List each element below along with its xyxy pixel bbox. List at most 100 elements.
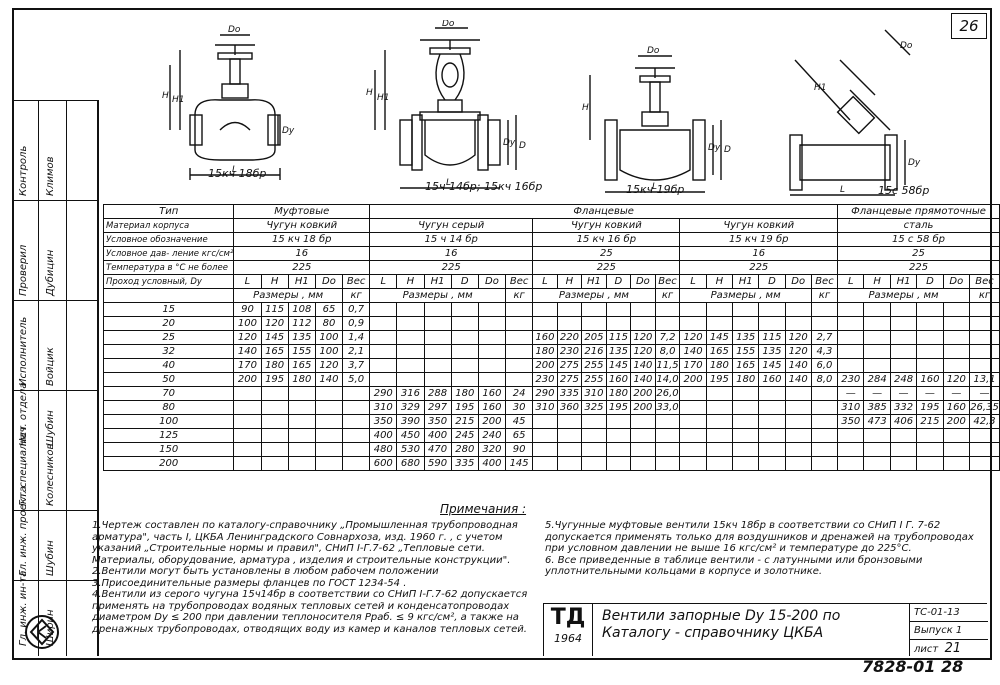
value-cell [287,442,316,457]
value-cell [705,428,734,443]
value-cell [342,414,371,429]
value-cell [731,442,760,457]
value-cell: 480 [369,442,398,457]
value-cell [532,442,558,457]
value-cell: 42,3 [969,414,1000,429]
value-cell: 350 [423,414,452,429]
value-cell [916,316,944,331]
value-cell [260,386,289,401]
value-cell: 216 [581,344,607,359]
value-cell: 120 [942,372,971,387]
value-cell [758,442,786,457]
value-cell [423,330,452,345]
value-cell [233,386,262,401]
value-cell: 200 [532,358,558,373]
value-cell [784,414,812,429]
value-cell: 120 [679,330,707,345]
value-cell [679,386,707,401]
value-cell [837,428,865,443]
value-cell [758,400,786,415]
dim-h1-1: H1 [172,95,185,105]
temperatures-cell: 225 [532,260,681,275]
value-cell [581,442,607,457]
dim-dy-3: Dу [708,143,721,153]
dim-l-2: L [446,178,451,188]
value-cell: 165 [705,344,734,359]
value-cell: 180 [532,344,558,359]
value-cell [942,428,971,443]
dy-cell: 200 [102,456,235,471]
value-cell [556,302,583,317]
value-cell [837,442,865,457]
value-cell: 200 [630,400,656,415]
sidebar-name-2: Колесников [45,443,56,506]
value-cell [314,386,344,401]
value-cell [532,428,558,443]
sheet-title-line2: Каталогу - справочнику ЦКБА [602,625,824,641]
value-cell [654,302,681,317]
row-label-pressure: Условное дав- ление кгс/см² [102,246,235,261]
value-cell [889,442,918,457]
dim-h-3: H [582,103,589,113]
value-cell [260,400,289,415]
value-cell [705,386,734,401]
value-cell [969,456,1000,471]
value-cell: 450 [396,428,425,443]
value-cell [423,358,452,373]
pressures-cell: 16 [369,246,534,261]
value-cell: 120 [784,330,812,345]
value-cell: 195 [260,372,289,387]
col-head: Вес [342,274,371,289]
value-cell: 220 [556,330,583,345]
value-cell [505,330,534,345]
value-cell [287,400,316,415]
valve-drawing-4 [789,29,911,196]
value-cell [969,428,1000,443]
value-cell [810,400,839,415]
value-cell [556,442,583,457]
value-cell: 145 [605,358,632,373]
row-label-material: Материал корпуса [102,218,235,233]
note-item: 6. Все приведенные в таблице вентили - с… [545,554,923,578]
value-cell [942,442,971,457]
value-cell: 316 [396,386,425,401]
sheet-number: 21 [944,641,962,656]
col-head: D [758,274,786,289]
caption-valve-4: 15с 58бр [878,184,930,197]
value-cell [233,442,262,457]
value-cell: — [969,386,1000,401]
value-cell: 120 [233,330,262,345]
col-head: H [260,274,289,289]
value-cell [889,302,918,317]
value-cell: 590 [423,456,452,471]
value-cell [314,428,344,443]
value-cell [784,302,812,317]
value-cell [942,302,971,317]
note-item: 2.Вентили могут быть установлены в любом… [92,566,439,577]
value-cell [233,456,262,471]
value-cell: 310 [369,400,398,415]
value-cell [784,316,812,331]
value-cell: 350 [837,414,865,429]
value-cell: 155 [287,344,316,359]
value-cell: 3,7 [342,358,371,373]
value-cell [581,456,607,471]
value-cell [705,400,734,415]
value-cell: 400 [369,428,398,443]
value-cell: 145 [758,358,786,373]
value-cell [581,302,607,317]
value-cell [784,428,812,443]
value-cell: 195 [605,400,632,415]
sidebar-role-5: Проверил [18,244,29,296]
value-cell [969,330,1000,345]
value-cell [450,330,479,345]
valve-drawing-1 [169,34,281,180]
dim-do-2: Dо [442,20,455,29]
col-head: Dо [784,274,812,289]
value-cell: 108 [287,302,316,317]
value-cell [450,372,479,387]
value-cell: 26,0 [654,386,681,401]
value-cell: 360 [556,400,583,415]
